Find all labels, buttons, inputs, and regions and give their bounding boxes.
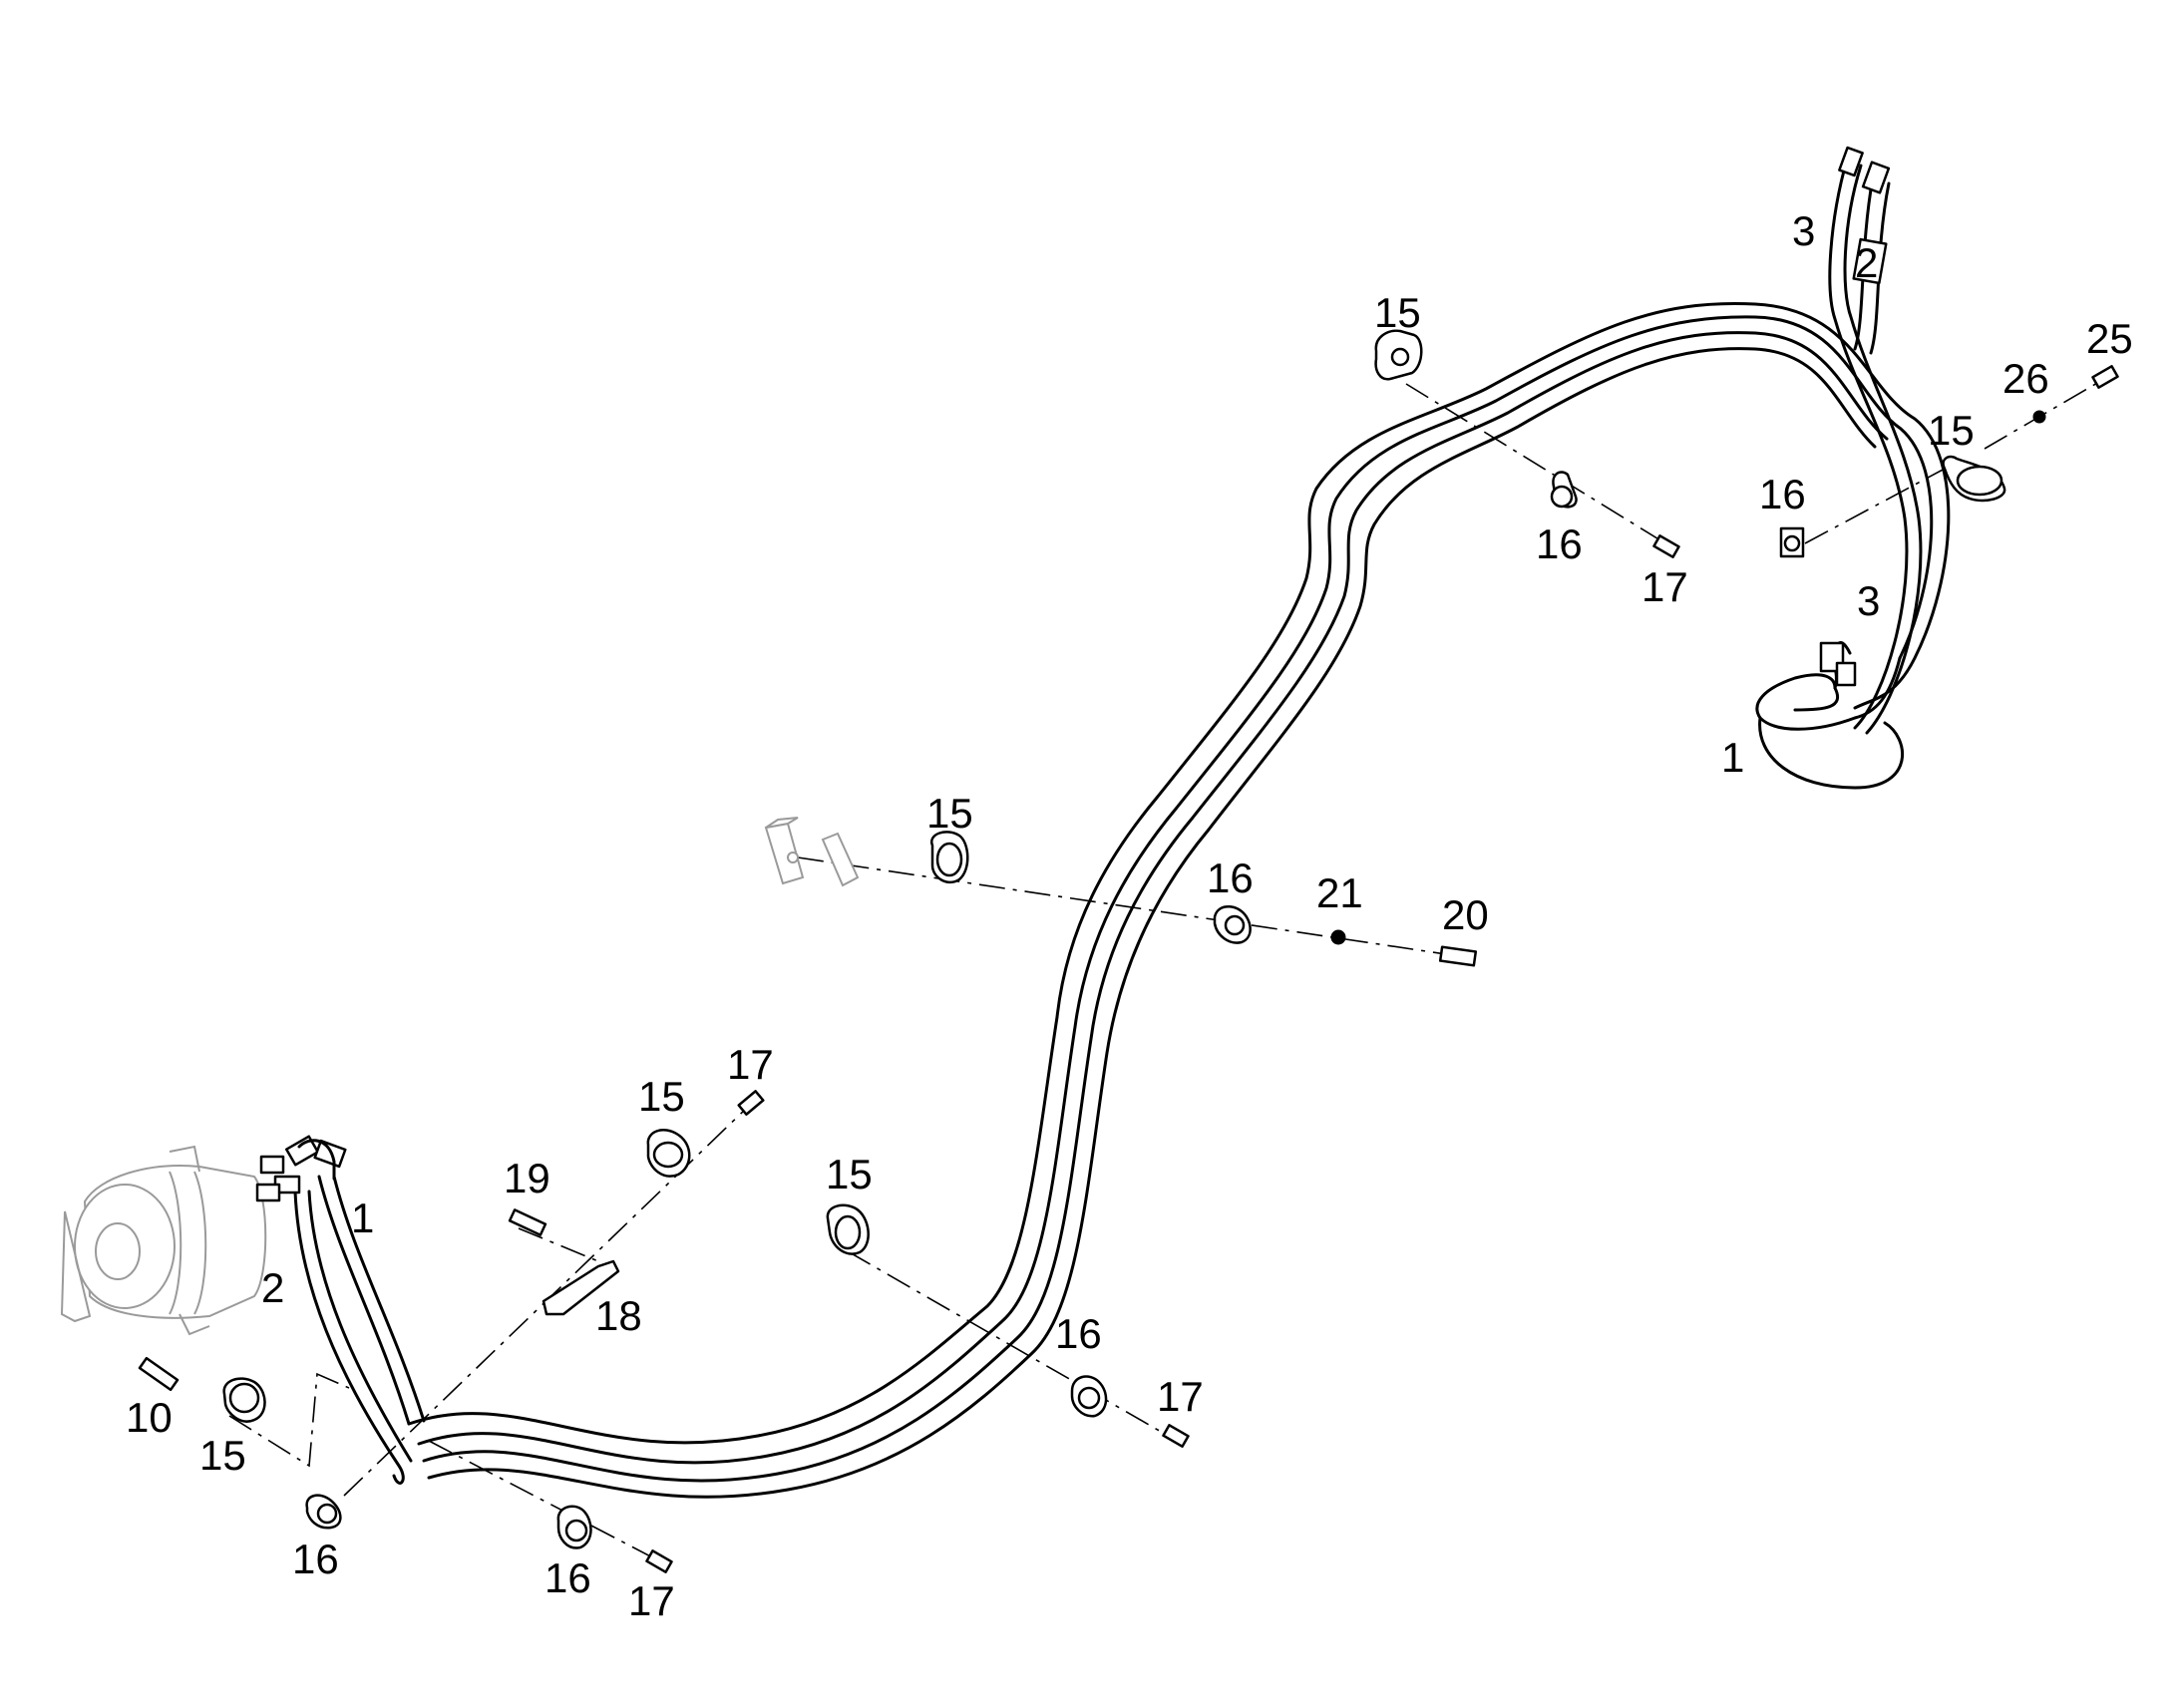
- leader-left-clamp: [228, 1372, 350, 1468]
- callout-26: 26: [2002, 355, 2049, 402]
- clamp-15-lower-loop: [834, 1214, 862, 1250]
- compressor-end-hoses: [273, 1135, 426, 1485]
- hose-1-u-bend-2: [1758, 716, 1905, 790]
- callout-16-right: 16: [1759, 471, 1806, 517]
- compressor-ribs: [169, 1171, 207, 1315]
- compressor-mount: [169, 1145, 210, 1336]
- hose-2-left-outer: [293, 1190, 405, 1485]
- callout-20: 20: [1442, 891, 1489, 938]
- elbow-left: [297, 1139, 336, 1181]
- leader-mid-row: [797, 856, 1467, 958]
- bolt-25: [2091, 365, 2119, 389]
- callout-15-left: 15: [199, 1432, 246, 1479]
- callout-3-right: 3: [1857, 577, 1880, 624]
- clamp-16-top-ring: [1550, 485, 1574, 509]
- clamp-16-right-ring: [1783, 534, 1801, 552]
- bolt-10: [138, 1356, 180, 1392]
- hose-1-u-bend: [1755, 656, 1902, 731]
- callout-15-lower: 15: [826, 1151, 873, 1197]
- compressor-pulley-hub: [95, 1222, 141, 1280]
- callout-15-bracket: 15: [638, 1073, 685, 1120]
- clamp-15-mid-loop: [935, 842, 963, 877]
- leader-lower-clamp: [847, 1250, 1178, 1442]
- leader-bottom-clamp: [428, 1440, 659, 1561]
- clamp-15-top-hole: [1390, 347, 1410, 367]
- evaporator-end-hoses: [1755, 146, 1923, 790]
- callout-15-top: 15: [1374, 289, 1421, 336]
- main-hose-assembly: [407, 301, 1951, 1499]
- washer-21: [1330, 929, 1346, 945]
- clamp-15-left-loop: [228, 1382, 260, 1414]
- callout-17-top: 17: [1641, 563, 1688, 610]
- callout-15-mid: 15: [926, 790, 973, 837]
- bolt-20: [1438, 945, 1478, 967]
- hose-1-left-outer: [317, 1175, 411, 1426]
- callout-25: 25: [2086, 315, 2133, 362]
- callout-16-lower: 16: [1055, 1310, 1102, 1357]
- hose-2-left-inner: [307, 1190, 413, 1463]
- bolt-19: [508, 1208, 547, 1236]
- callout-21: 21: [1316, 869, 1363, 916]
- compressor-port-2: [255, 1183, 281, 1202]
- callout-17-bottom: 17: [628, 1577, 675, 1624]
- callout-1-left: 1: [351, 1195, 374, 1241]
- callout-labels: 3 2 15 25 26 15 16 16 17 3 1 15 16 21 20…: [126, 207, 2133, 1624]
- clamp-16-lower-ring: [1077, 1386, 1101, 1410]
- callout-10: 10: [126, 1394, 173, 1441]
- washer-26: [2032, 410, 2046, 424]
- bolt-17-bracket: [737, 1090, 765, 1116]
- clamp-16-left-ring: [316, 1503, 338, 1525]
- callout-16-mid: 16: [1207, 854, 1254, 901]
- hardware: [138, 329, 2119, 1573]
- mount-plate: [821, 832, 860, 887]
- fitting-left-1: [284, 1135, 320, 1167]
- hose-2-inner: [427, 347, 1877, 1499]
- hose-2-outer: [422, 331, 1889, 1483]
- callout-16-bottom: 16: [545, 1554, 591, 1601]
- fitting-hose-3-top: [1838, 146, 1864, 177]
- callout-2-left: 2: [261, 1264, 284, 1311]
- bolt-17-top: [1652, 534, 1680, 558]
- callout-15-right: 15: [1928, 407, 1975, 454]
- clamp-15-bracket-loop: [652, 1141, 684, 1169]
- hose-1-left-inner: [332, 1175, 426, 1423]
- fitting-hose-2-mid: [1852, 237, 1888, 285]
- hose-1-inner: [417, 315, 1934, 1465]
- callout-17-bracket: 17: [727, 1041, 774, 1088]
- clamp-16-mid-ring: [1224, 914, 1246, 936]
- bolt-17-lower: [1162, 1424, 1190, 1448]
- fitting-hose-2-top: [1861, 161, 1891, 194]
- compressor: [60, 1145, 285, 1336]
- mount-block-hole: [787, 852, 799, 863]
- hose-1-outer: [407, 301, 1951, 1445]
- leader-bolt-19: [518, 1227, 599, 1262]
- callout-16-left: 16: [292, 1536, 339, 1582]
- bracket-18: [542, 1259, 620, 1316]
- leader-top-clamp: [1405, 383, 1666, 544]
- clamp-15-right-loop: [1956, 465, 2003, 497]
- callout-3-top: 3: [1792, 207, 1815, 254]
- callout-18: 18: [595, 1292, 642, 1339]
- hose-3-upper-inner: [1843, 164, 1923, 735]
- callout-19: 19: [504, 1155, 550, 1201]
- callout-2-top: 2: [1855, 239, 1878, 286]
- compressor-port-1: [259, 1155, 285, 1175]
- callout-1-right: 1: [1721, 734, 1744, 781]
- leader-right-clamp: [1804, 468, 1946, 544]
- bolt-17-bottom: [645, 1549, 673, 1573]
- compressor-bracket: [60, 1210, 92, 1323]
- fitting-hose-1-right-2: [1835, 661, 1857, 687]
- mount-block-top: [765, 817, 799, 829]
- callout-17-lower: 17: [1157, 1373, 1204, 1420]
- hose-3-upper: [1828, 158, 1909, 730]
- callout-16-top: 16: [1536, 520, 1583, 567]
- clamp-16-bottom-ring: [564, 1519, 588, 1542]
